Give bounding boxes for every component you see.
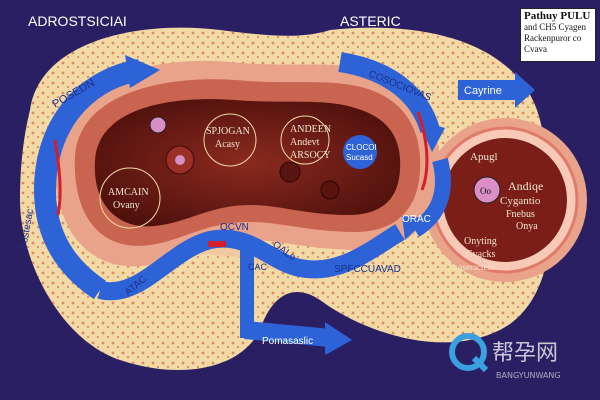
arrow-right-box-body [458, 80, 518, 100]
watermark: 帮孕网 BANGYUNWANG [449, 333, 561, 380]
legend-box: Pathuy PULU and CH5 Cyagen Rackenpuror c… [520, 8, 596, 62]
watermark-logo-tail [471, 355, 489, 373]
label-right-andiqe: Andiqe [508, 179, 543, 193]
arrow-right-box-head [515, 72, 535, 108]
arrow-right-side [410, 157, 451, 237]
label-arrow-right-box: Cayrine [464, 85, 502, 97]
cell-nucleus-2 [149, 116, 167, 134]
legend-title: Pathuy PULU [524, 10, 591, 22]
label-right-fnebus: Fnebus [506, 209, 535, 220]
label-lower-cvn: OCVN [220, 222, 249, 233]
label-lower-ora: ORAC [402, 214, 431, 225]
label-top-center: ASTERIC [340, 13, 401, 29]
label-right-apugl: Apugl [470, 151, 498, 163]
arrow-left-head [125, 55, 160, 88]
label-badge1: CLOCOI [346, 143, 377, 152]
label-inner-right1: ANDEEN [290, 124, 331, 135]
label-inner-left2: Ovany [113, 200, 140, 211]
arrow-left-arc [33, 59, 143, 300]
red-accent-left [53, 139, 62, 216]
label-inner-top1: SPJOGAN [206, 126, 250, 137]
badge-circle [343, 135, 377, 169]
legend-line-1: and CH5 Cyagen [524, 22, 586, 32]
arrow-top-right [338, 52, 440, 134]
arrow-top-right-head [418, 120, 445, 152]
label-right-onya: Onya [516, 221, 538, 232]
cell-right-b [320, 180, 340, 200]
red-accent-right [416, 111, 429, 191]
arrow-right-side-head [402, 216, 428, 240]
label-inner-right3: ARSOCY [290, 150, 331, 161]
vessel-lower [240, 248, 254, 338]
watermark-cn-text: 帮孕网 [492, 341, 558, 366]
label-lower-arrow: Pomasaslic [262, 336, 313, 347]
label-right-oo: Oo [480, 186, 491, 196]
watermark-en-text: BANGYUNWANG [496, 371, 561, 380]
arrow-bottom-head [325, 322, 352, 355]
label-top-left: ADROSTSICIAI [28, 13, 127, 29]
label-ring-top [203, 113, 257, 167]
vessel-red-mark [208, 241, 226, 247]
legend-line-3: Cvava [524, 44, 547, 54]
right-organ-nucleus [473, 176, 501, 204]
label-inner-top2: Acasy [215, 139, 240, 150]
label-right-onyting: Onyting [464, 236, 497, 247]
label-badge2: Sucasd [346, 153, 373, 162]
cell-right-a [279, 161, 301, 183]
cell-nucleus-1 [175, 155, 185, 165]
legend-line-2: Rackenpuror co [524, 33, 582, 43]
label-ring-left [99, 167, 161, 229]
label-right-cygantio: Cygantio [500, 195, 541, 207]
label-lower-cac: CAC [248, 262, 268, 272]
watermark-logo-icon [449, 333, 487, 371]
label-inner-left1: AMCAIN [108, 187, 149, 198]
label-right-osteart: oseractein [458, 262, 495, 272]
right-organ-core [443, 138, 567, 262]
label-right-cvacks: Cvacks [466, 249, 496, 260]
arrow-lower-wave [97, 224, 405, 301]
arrow-bottom [244, 321, 331, 347]
label-inner-right2: Andevt [290, 137, 320, 148]
label-lower-stack: SPFCCUAVAD [334, 264, 401, 275]
label-ring-right [280, 115, 330, 165]
